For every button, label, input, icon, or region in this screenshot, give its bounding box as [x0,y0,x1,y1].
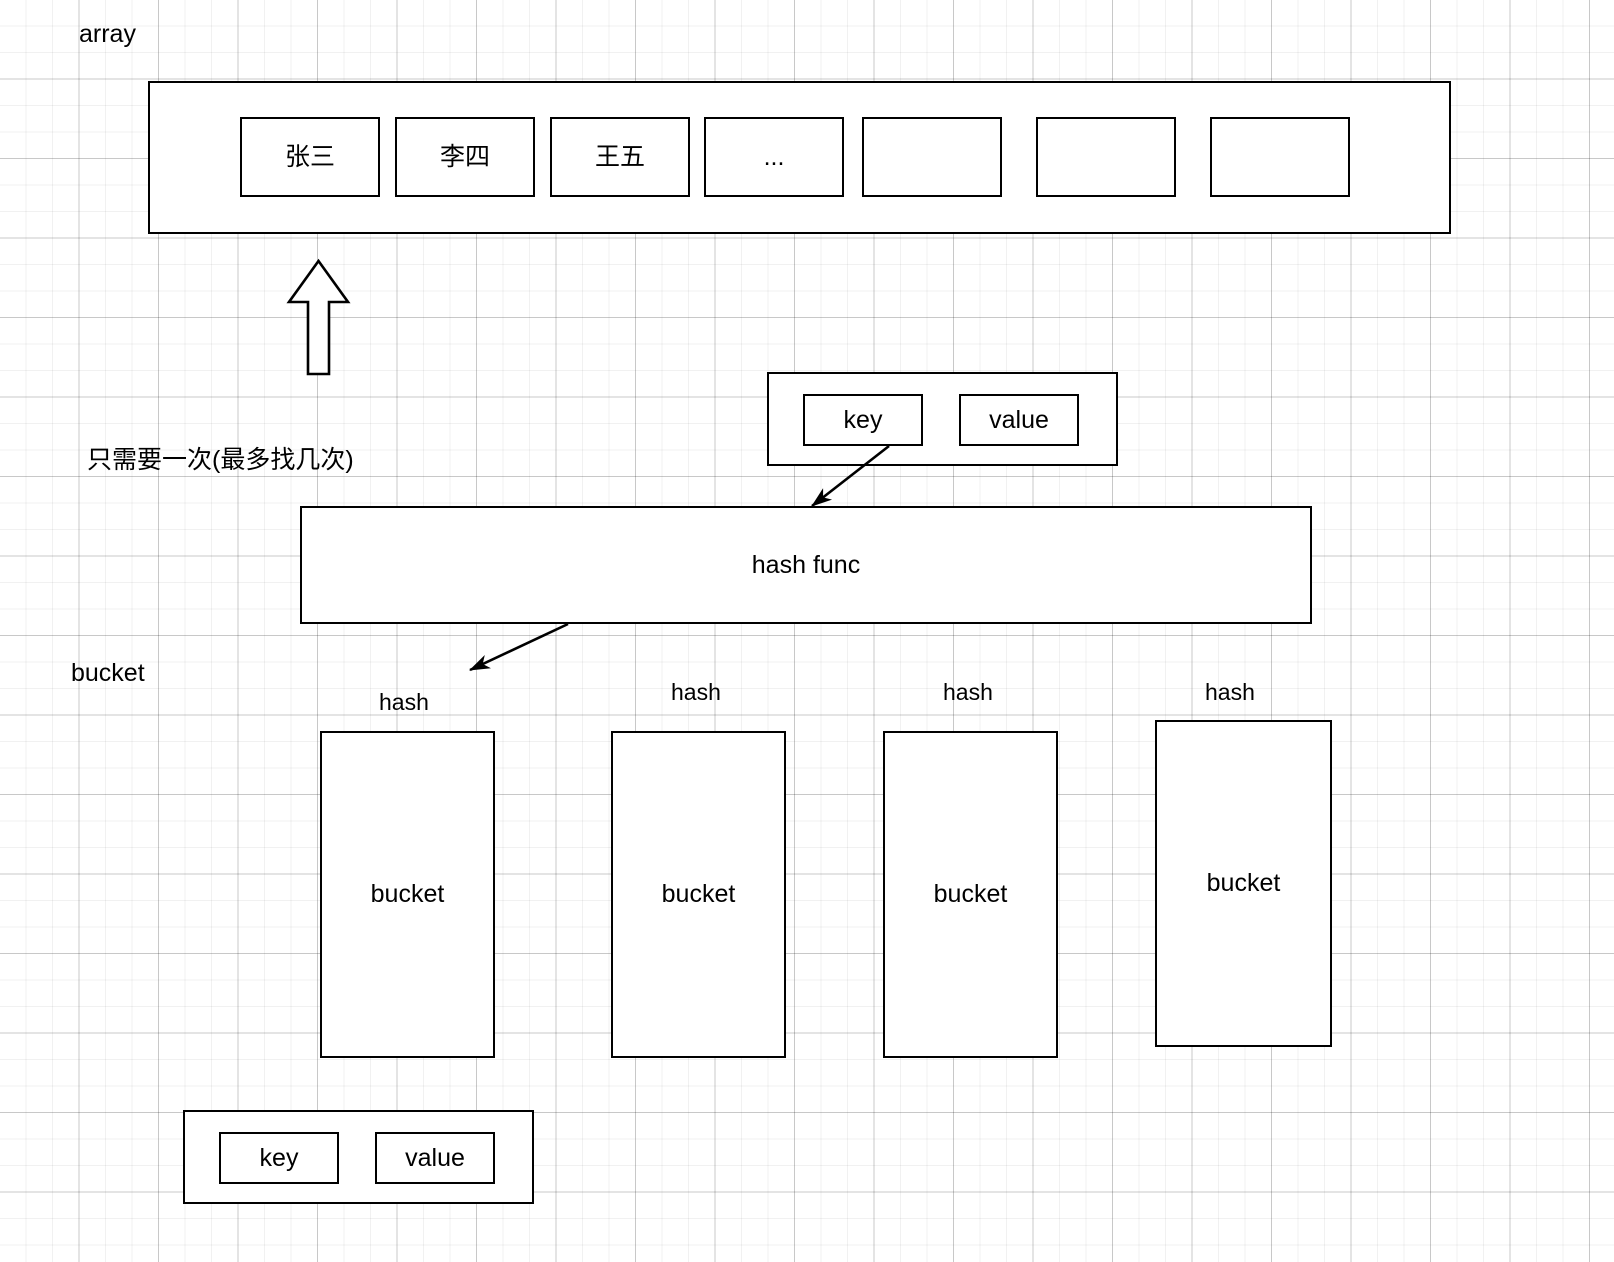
array-cell-2[interactable]: 王五 [550,117,690,197]
array-cell-3[interactable]: ... [704,117,844,197]
array-cell-0[interactable]: 张三 [240,117,380,197]
bucket-hash-label-2: hash [943,679,993,705]
entry-bottom-value-box[interactable]: value [375,1132,495,1184]
entry-top-key-box[interactable]: key [803,394,923,446]
bucket-hash-label-3: hash [1205,679,1255,705]
hash-func-box[interactable] [300,506,1312,624]
bucket-box-0[interactable] [320,731,495,1058]
bucket-box-1[interactable] [611,731,786,1058]
bucket-side-label: bucket [71,659,145,687]
arrow-key-to-hashfunc [811,444,890,508]
array-cell-4[interactable] [862,117,1002,197]
arrow-hashfunc-to-bucket [469,622,569,672]
entry-bottom-key-box[interactable]: key [219,1132,339,1184]
note-label: 只需要一次(最多找几次) [87,446,354,474]
bucket-box-2[interactable] [883,731,1058,1058]
bucket-box-3[interactable] [1155,720,1332,1047]
block-arrow-up-icon [286,258,351,376]
array-cell-5[interactable] [1036,117,1176,197]
array-label: array [79,20,136,48]
bucket-hash-label-0: hash [379,689,429,715]
bucket-hash-label-1: hash [671,679,721,705]
entry-top-value-box[interactable]: value [959,394,1079,446]
array-cell-6[interactable] [1210,117,1350,197]
array-cell-1[interactable]: 李四 [395,117,535,197]
